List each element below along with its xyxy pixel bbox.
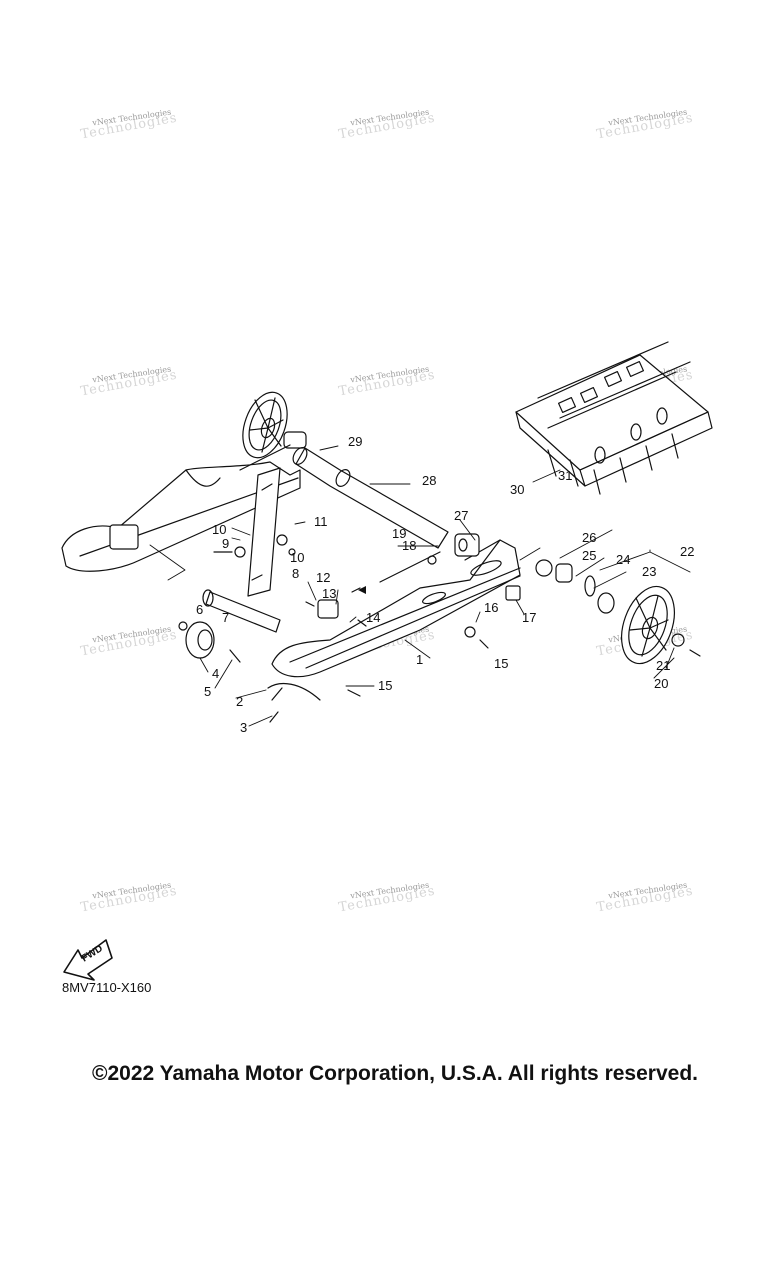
callout-25: 25 xyxy=(582,548,596,563)
callout-11: 11 xyxy=(314,514,328,529)
callout-20: 20 xyxy=(654,676,668,691)
direction-marker-icon xyxy=(358,586,366,594)
callout-1: 1 xyxy=(416,652,423,667)
callout-3: 3 xyxy=(240,720,247,735)
callout-28: 28 xyxy=(422,473,436,488)
callout-14: 14 xyxy=(366,610,380,625)
callout-17: 17 xyxy=(522,610,536,625)
callout-21: 21 xyxy=(656,658,670,673)
callout-2: 2 xyxy=(236,694,243,709)
copyright-notice: ©2022 Yamaha Motor Corporation, U.S.A. A… xyxy=(92,1062,698,1085)
front-wheel xyxy=(597,585,675,665)
callout-5: 5 xyxy=(204,684,211,699)
callout-23: 23 xyxy=(642,564,656,579)
callout-18: 18 xyxy=(402,538,416,553)
callout-16: 16 xyxy=(484,600,498,615)
callout-13: 13 xyxy=(322,586,336,601)
stopper-block xyxy=(454,533,480,557)
callout-7: 7 xyxy=(222,610,229,625)
slide-rail-frame xyxy=(61,461,521,678)
callout-15a: 15 xyxy=(378,678,392,693)
group-brackets xyxy=(149,445,691,727)
callout-10a: 10 xyxy=(212,522,226,537)
diagram-reference-code: 8MV7110-X160 xyxy=(62,980,152,995)
callout-29: 29 xyxy=(348,434,362,449)
callout-15b: 15 xyxy=(494,656,508,671)
rear-idler-wheel xyxy=(239,391,307,471)
callout-30: 30 xyxy=(510,482,524,497)
track-section xyxy=(515,341,713,495)
callout-8: 8 xyxy=(292,566,299,581)
callout-12: 12 xyxy=(316,570,330,585)
callout-numbers: 1 2 3 4 5 6 7 8 9 10 10 11 12 13 14 15 1… xyxy=(196,434,694,735)
callout-9: 9 xyxy=(222,536,229,551)
callout-26: 26 xyxy=(582,530,596,545)
callout-19: 19 xyxy=(392,526,406,541)
callout-4: 4 xyxy=(212,666,219,681)
callout-24: 24 xyxy=(616,552,630,567)
callout-10b: 10 xyxy=(290,550,304,565)
callout-31: 31 xyxy=(558,468,572,483)
fwd-arrow-icon xyxy=(63,939,113,981)
suspension-arm xyxy=(109,467,281,597)
hub-and-fasteners xyxy=(178,534,701,723)
callout-27: 27 xyxy=(454,508,468,523)
callout-6: 6 xyxy=(196,602,203,617)
callout-22: 22 xyxy=(680,544,694,559)
axle-rollers xyxy=(202,447,449,633)
